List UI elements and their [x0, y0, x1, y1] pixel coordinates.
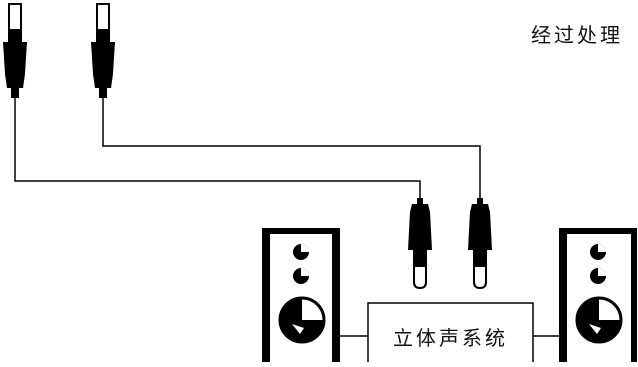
woofer-icon — [278, 296, 326, 344]
stereo-system-box — [367, 302, 534, 367]
rca-plug-icon — [2, 3, 28, 99]
rca-plug-icon — [467, 197, 493, 289]
left-cable — [14, 96, 421, 204]
tweeter-icon — [590, 268, 606, 284]
rca-plug-icon — [90, 3, 116, 99]
rca-plug-icon — [407, 197, 433, 289]
tweeter-icon — [590, 244, 606, 260]
right-cable — [102, 96, 481, 204]
left-speaker — [262, 228, 340, 367]
stereo-system-label: 立体声系统 — [393, 325, 508, 350]
woofer-icon — [575, 296, 623, 344]
tweeter-icon — [293, 268, 309, 284]
tweeter-icon — [293, 244, 309, 260]
caption-text: 经过处理 — [531, 23, 623, 47]
right-speaker — [559, 228, 637, 367]
